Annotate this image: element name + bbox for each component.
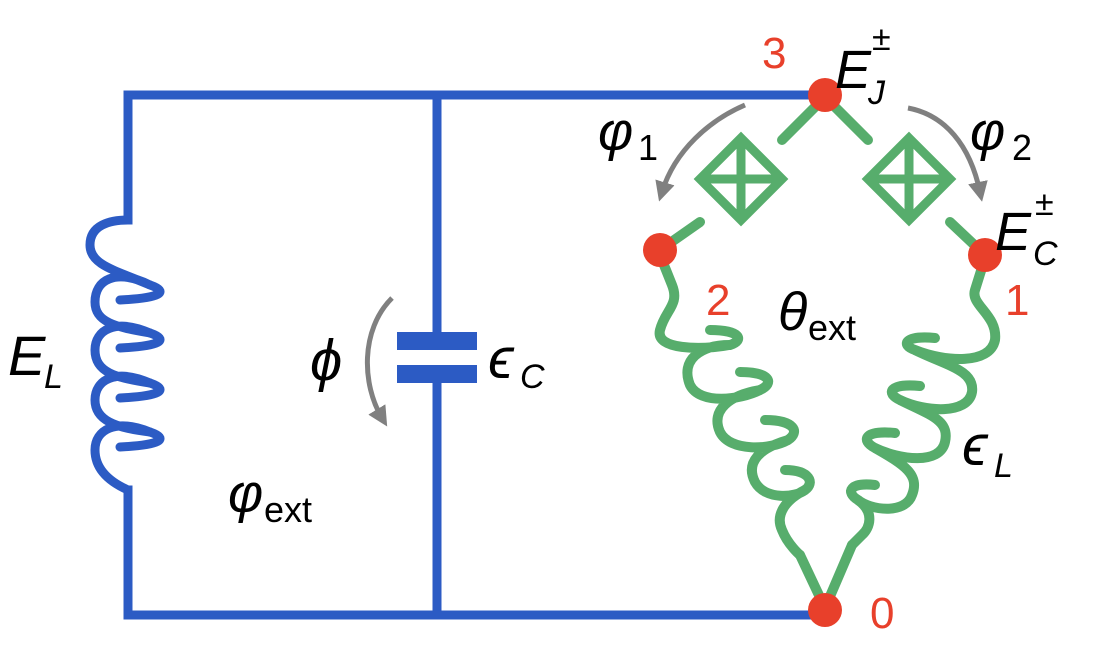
- junction-right: [861, 131, 957, 227]
- node-2-dot: [643, 233, 677, 267]
- svg-text:ext: ext: [808, 307, 856, 348]
- svg-text:φ: φ: [598, 102, 633, 162]
- svg-text:C: C: [520, 358, 545, 396]
- inductor-EL: [85, 215, 165, 495]
- node-0-dot: [808, 593, 842, 627]
- phi-arrow: [365, 296, 394, 427]
- varphi2-arrow: [907, 105, 988, 202]
- node-label-1: 1: [1005, 276, 1029, 325]
- svg-text:L: L: [994, 447, 1013, 485]
- nodes: [643, 78, 1002, 627]
- blue-circuit: [123, 90, 830, 620]
- label-varphi2: φ 2: [970, 102, 1032, 168]
- label-epsC: ϵ C: [488, 326, 545, 396]
- svg-text:E: E: [995, 202, 1032, 262]
- svg-text:±: ±: [872, 20, 891, 58]
- svg-text:ϵ: ϵ: [962, 413, 989, 478]
- label-phi: ϕ: [310, 328, 342, 393]
- label-varphi-ext: φ ext: [228, 464, 312, 530]
- node-3-dot: [808, 78, 842, 112]
- inductor-left-green: [654, 250, 815, 560]
- capacitor-epsC: [397, 332, 477, 383]
- svg-text:2: 2: [1012, 127, 1032, 168]
- label-EL: E L: [8, 324, 63, 396]
- label-EC: E ± C: [995, 185, 1058, 273]
- svg-text:J: J: [867, 74, 886, 112]
- svg-text:E: E: [835, 40, 872, 100]
- svg-text:ext: ext: [264, 489, 312, 530]
- varphi1-arrow: [655, 102, 746, 202]
- svg-text:ϵ: ϵ: [488, 326, 515, 391]
- svg-text:φ: φ: [228, 464, 263, 524]
- junction-left: [693, 131, 789, 227]
- label-theta-ext: θ ext: [778, 282, 856, 348]
- svg-text:φ: φ: [970, 102, 1005, 162]
- svg-text:1: 1: [638, 127, 658, 168]
- node-label-3: 3: [762, 29, 786, 78]
- svg-text:ϕ: ϕ: [310, 328, 342, 393]
- label-epsL: ϵ L: [962, 413, 1013, 485]
- label-varphi1: φ 1: [598, 102, 658, 168]
- node-label-0: 0: [870, 589, 894, 638]
- svg-text:C: C: [1033, 235, 1058, 273]
- svg-text:E: E: [8, 324, 46, 387]
- svg-text:L: L: [44, 358, 63, 396]
- svg-text:±: ±: [1035, 185, 1054, 223]
- node-label-2: 2: [706, 276, 730, 325]
- svg-text:θ: θ: [778, 282, 807, 342]
- label-EJ: E ± J: [835, 20, 891, 112]
- inductor-right-green: [846, 253, 1001, 550]
- node-1-dot: [968, 238, 1002, 272]
